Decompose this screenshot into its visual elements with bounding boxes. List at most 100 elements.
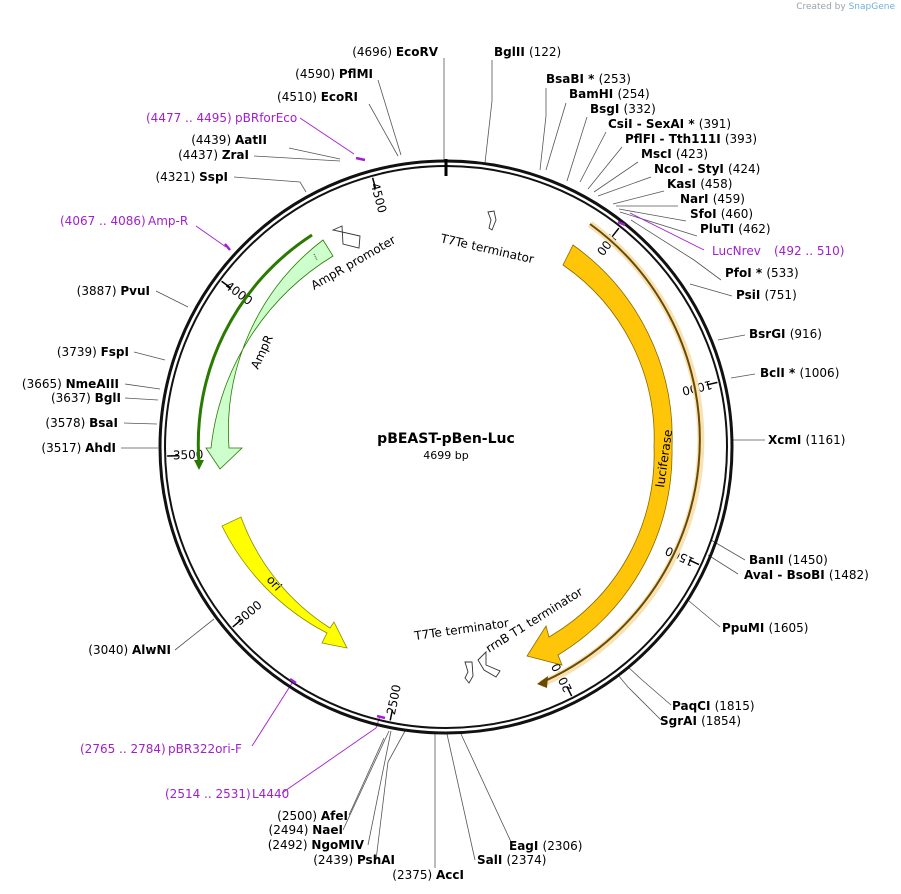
restriction-site[interactable]: BglII (122)	[494, 45, 561, 59]
leader-msci	[593, 161, 639, 193]
restriction-site[interactable]: BclI * (1006)	[760, 366, 839, 380]
restriction-site[interactable]: (3887) PvuI	[77, 284, 150, 298]
primer-marker-lucnrev	[617, 220, 626, 227]
leader-pflmi	[377, 79, 402, 156]
leader-csii	[579, 131, 607, 183]
site-name: SgrAI	[660, 714, 701, 728]
restriction-site[interactable]: (3637) BglI	[51, 391, 121, 405]
restriction-site[interactable]: PluTI (462)	[700, 222, 771, 236]
restriction-site[interactable]: PsiI (751)	[736, 288, 797, 302]
restriction-site[interactable]: (3739) FspI	[57, 345, 129, 359]
site-position: (3665)	[22, 377, 66, 391]
restriction-site[interactable]: NcoI - StyI (424)	[654, 162, 760, 176]
site-position: (253)	[599, 72, 631, 86]
site-position: (1006)	[799, 366, 839, 380]
restriction-site[interactable]: (4510) EcoRI	[277, 90, 358, 104]
restriction-site[interactable]: PflFI - Tth111I (393)	[625, 132, 757, 146]
tick-4500	[371, 177, 377, 189]
leader-ppumi	[688, 600, 721, 628]
primer-name-lucnrev: LucNrev	[712, 244, 761, 258]
restriction-site[interactable]: (4321) SspI	[155, 170, 228, 184]
restriction-site[interactable]: PpuMI (1605)	[722, 621, 808, 635]
primer-range-pbr322ori-f: (2765 .. 2784)	[80, 742, 166, 756]
site-position: (4321)	[155, 170, 199, 184]
site-position: (4696)	[352, 45, 396, 59]
restriction-site[interactable]: (3040) AlwNI	[88, 643, 171, 657]
site-name: KasI	[667, 177, 700, 191]
leader-lucnrev	[629, 212, 705, 251]
restriction-site[interactable]: BsrGI (916)	[749, 327, 822, 341]
site-name: BanII	[749, 553, 788, 567]
leader-nmeaiii	[124, 383, 161, 390]
restriction-site[interactable]: PaqCI (1815)	[672, 699, 755, 713]
leader-ecori	[368, 103, 399, 157]
feature-label-ampr: AmpR	[248, 333, 276, 371]
restriction-site[interactable]: (2375) AccI	[392, 868, 464, 882]
site-position: (4439)	[191, 133, 235, 147]
plasmid-name: pBEAST-pBen-Luc	[377, 431, 515, 447]
restriction-site[interactable]: BsgI (332)	[590, 102, 656, 116]
primer-marker-amp-r	[224, 243, 231, 251]
site-position: (424)	[728, 162, 760, 176]
restriction-site[interactable]: PfoI * (533)	[725, 266, 799, 280]
site-position: (254)	[617, 87, 649, 101]
restriction-site[interactable]: (4439) AatII	[191, 133, 267, 147]
restriction-site[interactable]: (2492) NgoMIV	[268, 838, 365, 852]
restriction-site[interactable]: (2494) NaeI	[269, 823, 343, 837]
restriction-site[interactable]: AvaI - BsoBI (1482)	[744, 568, 869, 582]
t7te-terminator-1-feature[interactable]	[487, 210, 497, 231]
site-name: AccI	[436, 868, 464, 882]
leader-eagi	[460, 733, 513, 845]
rrnb-t1-terminator-feature[interactable]	[477, 650, 501, 678]
ori-feature[interactable]	[221, 516, 348, 649]
restriction-site[interactable]: BsaBI * (253)	[546, 72, 631, 86]
restriction-site[interactable]: (4590) PflMI	[295, 67, 373, 81]
leader-fspi	[133, 351, 166, 361]
restriction-site[interactable]: (4696) EcoRV	[352, 45, 439, 59]
restriction-site[interactable]: (3517) AhdI	[41, 441, 116, 455]
leader-sali	[446, 733, 476, 861]
site-name: SfoI	[690, 207, 721, 221]
restriction-site[interactable]: (4437) ZraI	[178, 148, 249, 162]
restriction-site[interactable]: (2439) PshAI	[313, 853, 395, 867]
restriction-site[interactable]: (3665) NmeAIII	[22, 377, 119, 391]
restriction-site[interactable]: MscI (423)	[641, 147, 708, 161]
luciferase-feature[interactable]	[526, 244, 673, 666]
leader-bsgi	[566, 116, 588, 182]
primer-marker-pbrforeco	[355, 156, 366, 162]
ampr-promoter-feature[interactable]	[331, 225, 361, 249]
site-name: PshAI	[357, 853, 395, 867]
t7te-terminator-2-feature[interactable]	[464, 661, 474, 684]
restriction-site[interactable]: NarI (459)	[680, 192, 745, 206]
restriction-site[interactable]: BanII (1450)	[749, 553, 828, 567]
site-position: (751)	[764, 288, 796, 302]
site-name: EcoRV	[396, 45, 439, 59]
leader-sgrai	[617, 674, 662, 721]
leader-bsrgi	[717, 334, 746, 341]
restriction-site[interactable]: SgrAI (1854)	[660, 714, 741, 728]
restriction-site[interactable]: (2500) AfeI	[277, 809, 348, 823]
restriction-site[interactable]: KasI (458)	[667, 177, 732, 191]
tick-500	[611, 227, 620, 238]
site-name: PflMI	[339, 67, 373, 81]
restriction-site[interactable]: BamHI (254)	[569, 87, 650, 101]
restriction-site[interactable]: SfoI (460)	[690, 207, 753, 221]
ampr-feature[interactable]	[205, 239, 334, 470]
site-name: FspI	[101, 345, 129, 359]
site-name: PfoI *	[725, 266, 766, 280]
primer-labels: (4477 .. 4495) pBRforEco (4067 .. 4086) …	[60, 111, 844, 801]
leader-bglii	[484, 60, 493, 164]
site-name: BclI *	[760, 366, 799, 380]
site-leader-lines	[121, 58, 765, 868]
leader-bcli	[730, 373, 756, 379]
restriction-site[interactable]: XcmI (1161)	[768, 433, 845, 447]
site-position: (391)	[699, 117, 731, 131]
restriction-site[interactable]: SalI (2374)	[477, 853, 546, 867]
leader-avai	[707, 554, 739, 575]
restriction-site[interactable]: EagI (2306)	[509, 839, 582, 853]
restriction-site[interactable]: CsiI - SexAI * (391)	[608, 117, 731, 131]
restriction-site[interactable]: (3578) BsaI	[45, 416, 118, 430]
site-name: BsrGI	[749, 327, 790, 341]
leader-alwni	[174, 618, 215, 651]
